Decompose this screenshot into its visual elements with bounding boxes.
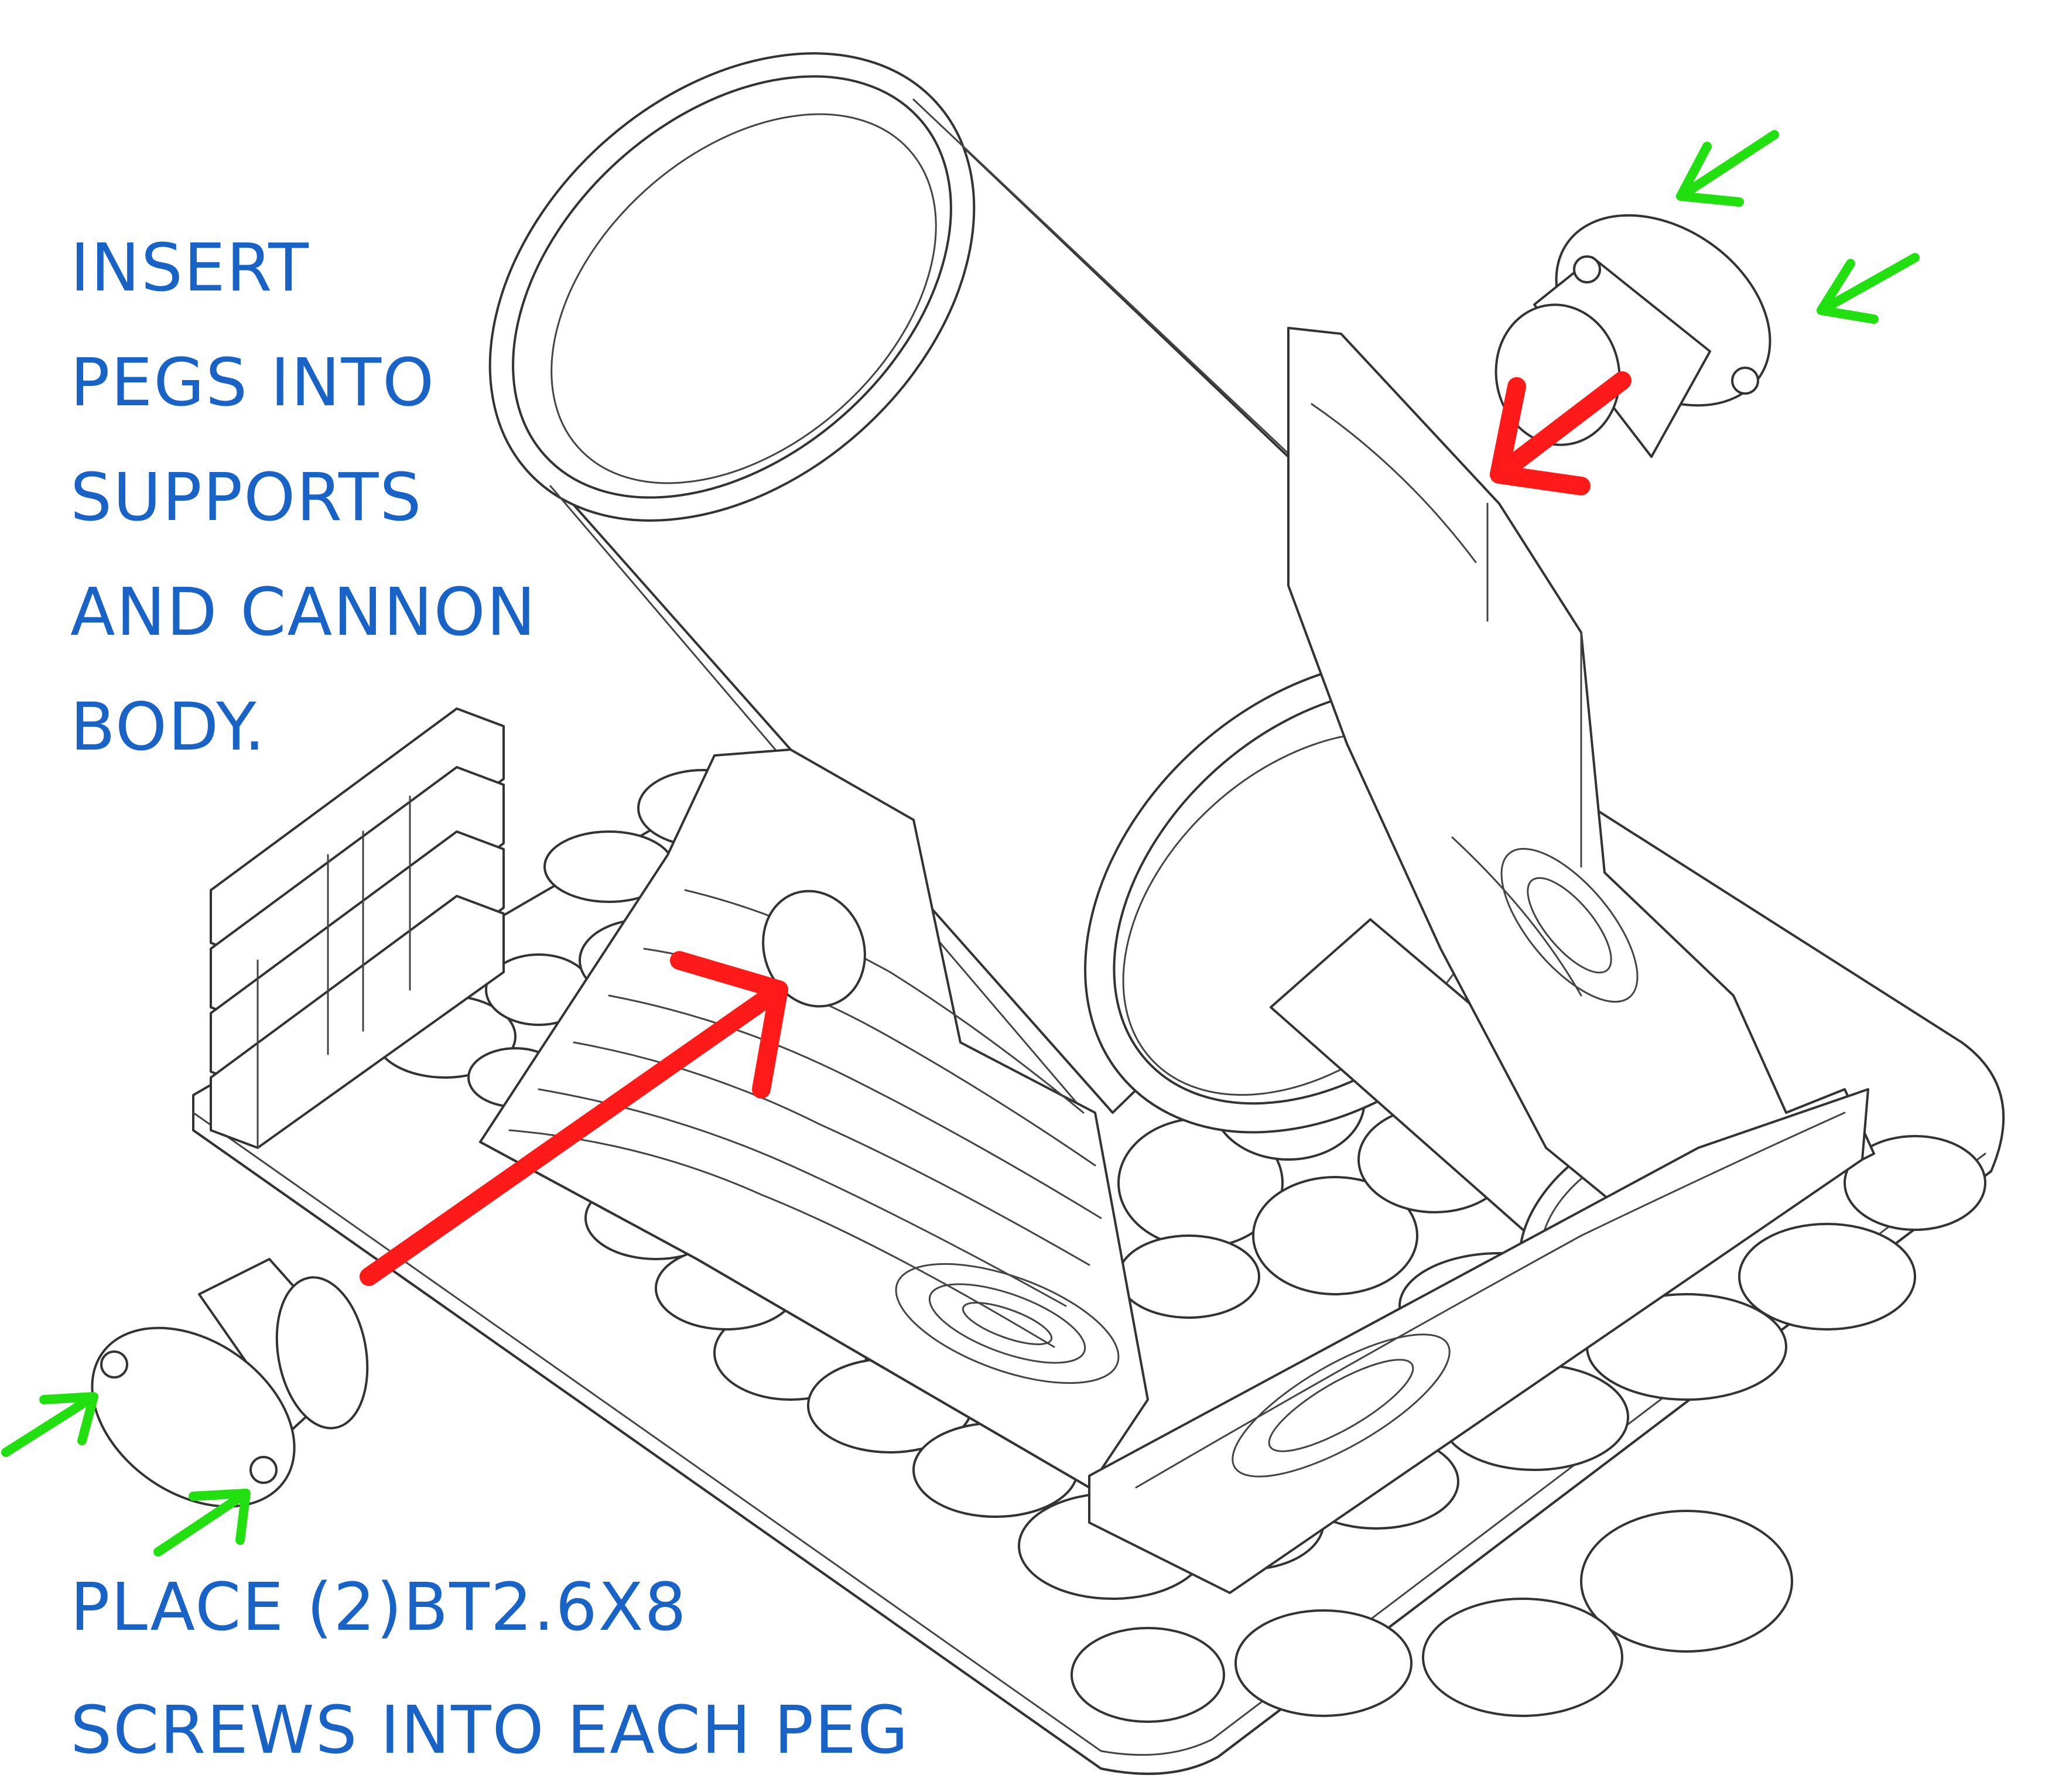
front-plank xyxy=(1088,1088,1869,1594)
instruction-line: INSERT xyxy=(70,230,310,306)
left-support xyxy=(479,748,1149,1489)
instruction-line: PEGS INTO xyxy=(70,345,436,421)
instruction-line: PLACE (2)BT2.6X8 xyxy=(70,1569,688,1646)
green-arrow-icon xyxy=(1,1392,98,1457)
screw-instruction: PLACE (2)BT2.6X8 SCREWS INTO EACH PEG xyxy=(70,1546,909,1792)
screw-hole xyxy=(249,1456,278,1484)
screw-hole xyxy=(100,1350,128,1379)
red-arrow-icon xyxy=(360,951,788,1286)
right-support xyxy=(1287,327,1875,1254)
green-arrow-icon xyxy=(1817,253,1920,324)
brick-wall xyxy=(210,707,505,1149)
instruction-line: SCREWS INTO EACH PEG xyxy=(70,1692,909,1769)
green-arrow-icon xyxy=(153,1489,251,1557)
instruction-line: SUPPORTS xyxy=(70,460,423,536)
cannon-barrel xyxy=(488,52,1575,1134)
left-peg xyxy=(91,1258,369,1508)
instruction-line: AND CANNON xyxy=(70,574,537,651)
green-arrow-icon xyxy=(1676,130,1779,207)
red-arrow-icon xyxy=(1490,371,1632,495)
insert-pegs-instruction: INSERT PEGS INTO SUPPORTS AND CANNON BOD… xyxy=(70,211,537,785)
screw-hole xyxy=(1573,255,1601,283)
screw-hole xyxy=(1731,367,1759,395)
instruction-line: BODY. xyxy=(70,689,266,765)
right-peg xyxy=(1494,214,1771,458)
